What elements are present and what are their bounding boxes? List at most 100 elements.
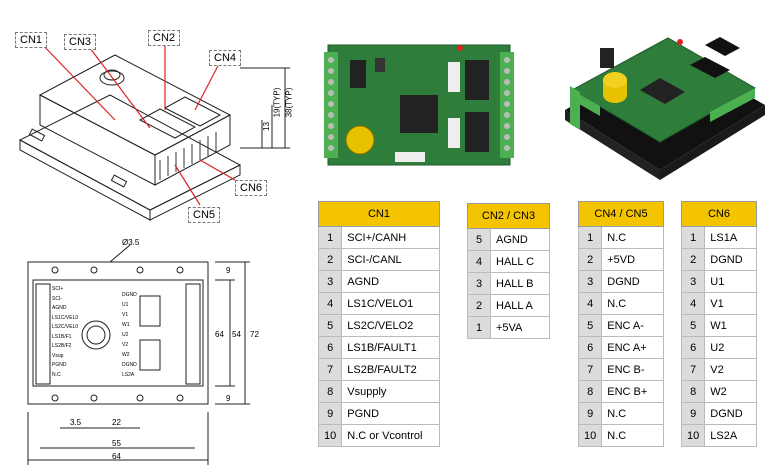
pin-signal: N.C [601,402,664,425]
dim-label: 9 [226,266,231,275]
pin-number: 10 [577,424,603,447]
pin-number: 3 [680,270,706,293]
pin-signal: ENC A- [601,314,664,337]
dim-label: 72 [250,330,259,339]
pin-number: 2 [317,248,343,271]
board-label: N.C [52,371,61,378]
pin-number: 1 [467,316,491,339]
pin-number: 8 [680,380,706,403]
pin-number: 1 [577,226,603,249]
pin-number: 1 [680,226,706,249]
board-labels-left: SCI+ SCI- AGND LS1C/VEL0 LS2C/VEL0 LS1B/… [52,285,78,380]
board-label: LS1C/VEL0 [52,314,79,321]
isometric-drawing [18,41,290,221]
board-label: V2 [122,342,129,348]
pin-number: 5 [317,314,343,337]
callout-cn1: CN1 [15,32,48,48]
pin-number: 2 [577,248,603,271]
pin-signal: LS2C/VELO2 [341,314,440,337]
pin-signal: N.C [601,424,664,447]
board-label: SCI+ [52,286,64,292]
pin-number: 5 [577,314,603,337]
pin-signal: V2 [704,358,757,381]
board-label: AGND [52,305,67,311]
pin-signal: SCI-/CANL [341,248,440,271]
pin-number: 1 [317,226,343,249]
pin-number: 5 [680,314,706,337]
pin-number: 9 [680,402,706,425]
board-label: DGND [122,292,137,298]
board-label: Vsup [52,352,64,359]
table-row: 1+5VA [467,316,550,339]
callout-cn4: CN4 [209,50,242,66]
pin-number: 4 [317,292,343,315]
pin-number: 7 [317,358,343,381]
board-label: U1 [122,302,129,308]
pin-number: 6 [577,336,603,359]
board-label: LS2A [122,372,135,378]
pin-number: 3 [577,270,603,293]
pin-signal: +5VA [490,316,550,339]
board-labels-mid: DGND U1 V1 W1 U2 V2 W2 DGND LS2A [122,290,137,380]
pin-signal: W2 [704,380,757,403]
pin-signal: AGND [341,270,440,293]
table-header: CN1 [318,201,440,227]
pin-number: 3 [317,270,343,293]
pin-number: 10 [317,424,343,447]
dim-label: 3.5 [70,418,82,427]
board-label: LS2C/VEL0 [52,324,79,330]
dim-label: 64 [215,330,224,339]
pin-signal: AGND [490,228,550,251]
board-label: V1 [122,312,129,318]
pin-number: 3 [467,272,491,295]
pin-number: 4 [680,292,706,315]
pin-number: 7 [577,358,603,381]
pin-signal: LS1C/VELO1 [341,292,440,315]
pin-signal: LS1A [704,226,757,249]
pin-signal: HALL A [490,294,550,317]
board-label: SCI- [52,295,62,302]
pin-signal: U1 [704,270,757,293]
callout-cn6: CN6 [235,180,268,196]
pcb-angled-photo [560,20,770,180]
pin-signal: ENC B+ [601,380,664,403]
pin-number: 9 [577,402,603,425]
table-header: CN4 / CN5 [578,201,664,227]
callout-cn3: CN3 [64,34,97,50]
dim-label: 13 [261,122,271,131]
dim-label: 38(TYP) [284,87,294,118]
pin-signal: N.C [601,292,664,315]
pin-signal: ENC A+ [601,336,664,359]
board-label: LS2B/F2 [52,343,72,349]
dim-label: 55 [112,439,121,448]
